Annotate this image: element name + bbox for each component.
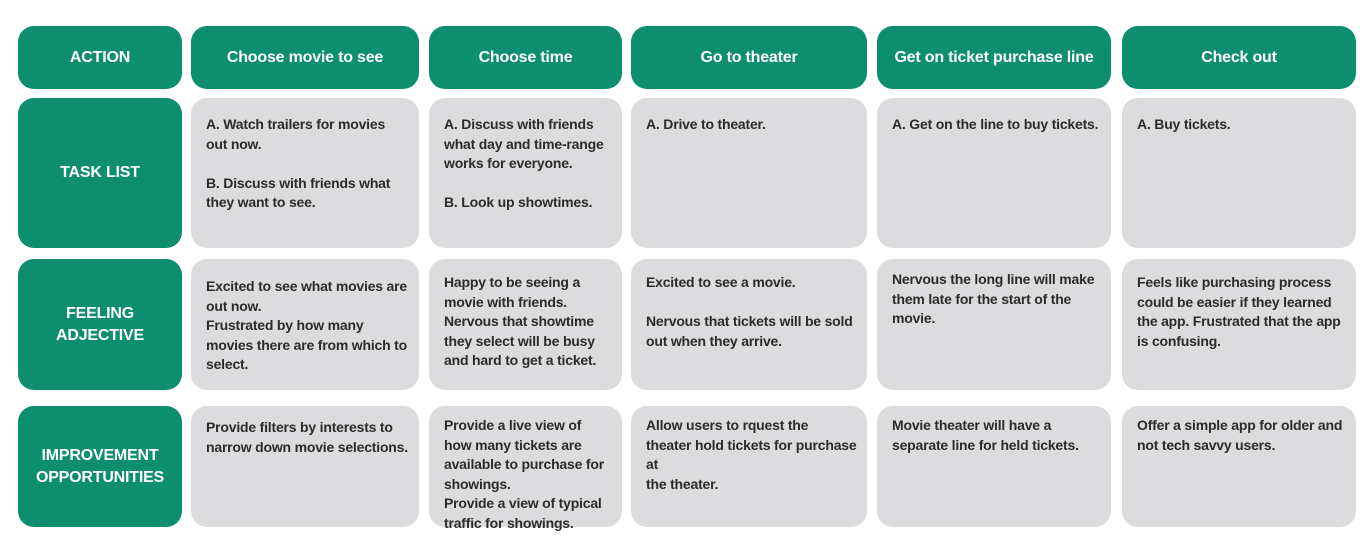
improvement-cell: Provide filters by interests to narrow d… xyxy=(191,406,419,527)
task-cell: A. Buy tickets. xyxy=(1122,98,1356,248)
action-header: ACTION xyxy=(18,26,182,89)
feeling-cell: Excited to see a movie. Nervous that tic… xyxy=(631,259,867,390)
row-label-feeling-adjective: FEELING ADJECTIVE xyxy=(18,259,182,390)
row-label-task-list: TASK LIST xyxy=(18,98,182,248)
feeling-cell: Nervous the long line will make them lat… xyxy=(877,259,1111,390)
column-header-choose-movie: Choose movie to see xyxy=(191,26,419,89)
column-header-ticket-line: Get on ticket purchase line xyxy=(877,26,1111,89)
row-label-improvement-opportunities: IMPROVEMENT OPPORTUNITIES xyxy=(18,406,182,527)
improvement-cell: Offer a simple app for older and not tec… xyxy=(1122,406,1356,527)
task-cell: A. Discuss with friends what day and tim… xyxy=(429,98,622,248)
improvement-cell: Allow users to rquest the theater hold t… xyxy=(631,406,867,527)
task-cell: A. Get on the line to buy tickets. xyxy=(877,98,1111,248)
task-cell: A. Drive to theater. xyxy=(631,98,867,248)
feeling-cell: Feels like purchasing process could be e… xyxy=(1122,259,1356,390)
task-cell: A. Watch trailers for movies out now. B.… xyxy=(191,98,419,248)
improvement-cell: Provide a live view of how many tickets … xyxy=(429,406,622,531)
column-header-go-to-theater: Go to theater xyxy=(631,26,867,89)
column-header-check-out: Check out xyxy=(1122,26,1356,89)
feeling-cell: Excited to see what movies are out now. … xyxy=(191,259,419,390)
column-header-choose-time: Choose time xyxy=(429,26,622,89)
improvement-cell: Movie theater will have a separate line … xyxy=(877,406,1111,527)
feeling-cell: Happy to be seeing a movie with friends.… xyxy=(429,259,622,390)
